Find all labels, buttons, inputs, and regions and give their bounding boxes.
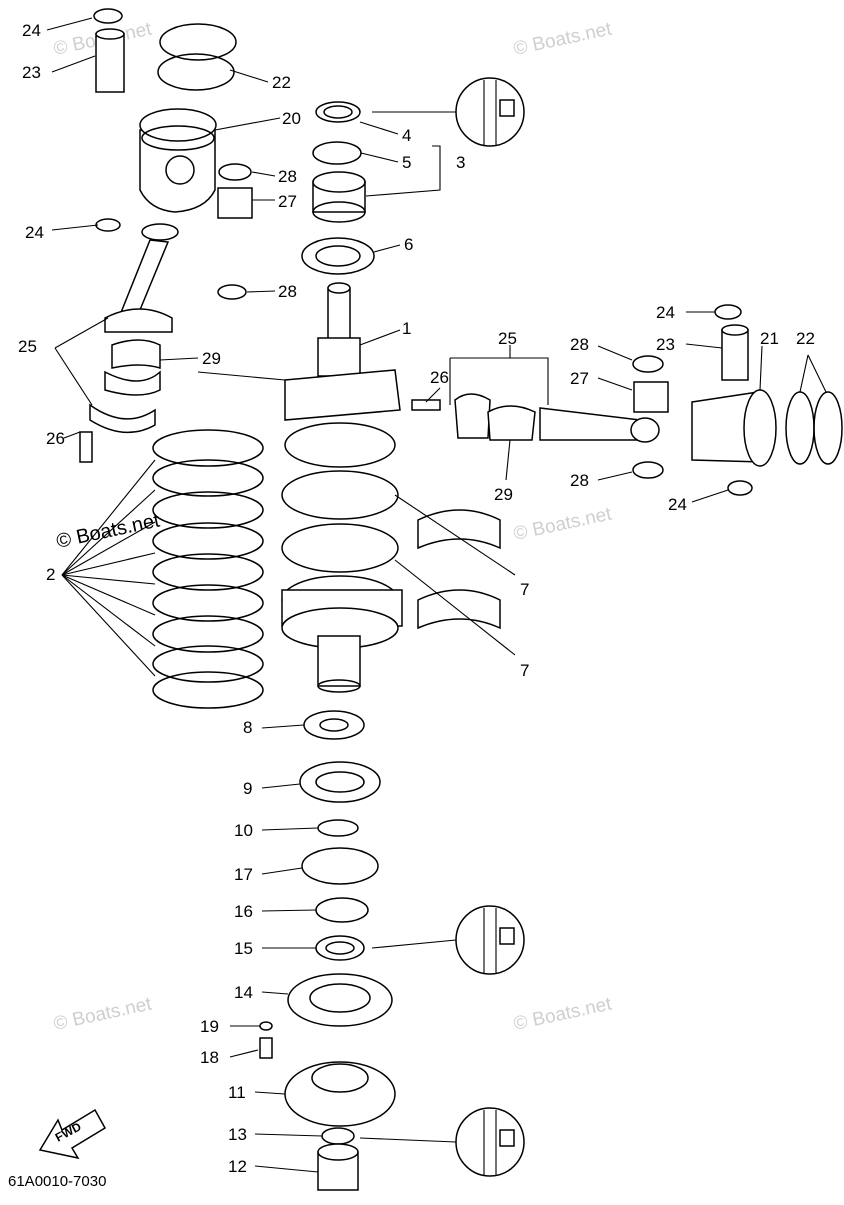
callout-23: 23	[22, 63, 41, 82]
watermark: © Boats.net	[512, 994, 614, 1035]
callout-10: 10	[234, 821, 253, 840]
piston-rings-right	[785, 391, 843, 465]
nut-12	[317, 1143, 359, 1191]
callout-11: 11	[228, 1083, 246, 1102]
o-ring-top	[312, 141, 362, 165]
washer-right-bottom	[632, 461, 664, 479]
rod-bearing-right	[487, 405, 536, 441]
callout-9: 9	[243, 779, 252, 798]
main-bearing-lower	[417, 589, 501, 630]
washer-19	[259, 1021, 273, 1031]
piston-right	[691, 389, 777, 467]
callout-22: 22	[272, 73, 291, 92]
callout-6: 6	[404, 235, 413, 254]
sealant-detail-top-icon	[372, 77, 525, 147]
washer-left	[217, 284, 247, 300]
callout-1: 1	[402, 319, 411, 338]
crankshaft	[281, 282, 403, 693]
clip-right-bottom	[727, 480, 753, 496]
snap-ring-10	[317, 819, 359, 837]
callout-4: 4	[402, 126, 411, 145]
callout-24: 24	[22, 21, 41, 40]
snap-ring-16	[315, 897, 369, 923]
clip-right-top	[714, 304, 742, 320]
callout-5: 5	[402, 153, 411, 172]
rod-cap-left	[79, 403, 156, 463]
callout-27: 27	[570, 369, 589, 388]
callout-7: 7	[520, 661, 529, 680]
piston-pin-clip-top	[93, 8, 123, 24]
piston-pin-left	[95, 28, 125, 93]
bearing-small-left	[217, 163, 253, 219]
bolt-right	[411, 399, 441, 411]
callout-26: 26	[46, 429, 65, 448]
callout-25: 25	[498, 329, 517, 348]
piston-pin-right	[721, 324, 749, 381]
callout-2: 2	[46, 565, 55, 584]
o-ring-17	[301, 847, 379, 885]
watermark: © Boats.net	[512, 19, 614, 60]
piston-ring-stack	[152, 429, 264, 709]
callout-24: 24	[656, 303, 675, 322]
needle-bearing-top	[312, 171, 366, 223]
callout-26: 26	[430, 368, 449, 387]
sealant-detail-bottom-icon	[359, 1107, 525, 1177]
seal-15	[315, 935, 365, 961]
callout-28: 28	[278, 167, 297, 186]
gear-8	[303, 710, 365, 740]
fwd-arrow-icon: FWD	[38, 1108, 107, 1160]
needle-bearing-right	[633, 381, 669, 413]
watermark-dark: © Boats.net	[54, 509, 162, 552]
callout-16: 16	[234, 902, 253, 921]
seal-13	[321, 1127, 355, 1145]
bearing-6	[301, 237, 375, 275]
callout-18: 18	[200, 1048, 219, 1067]
callout-19: 19	[200, 1017, 219, 1036]
callout-28: 28	[570, 471, 589, 490]
callout-15: 15	[234, 939, 253, 958]
callout-28: 28	[278, 282, 297, 301]
leader-lines	[46, 17, 827, 1173]
callout-22: 22	[796, 329, 815, 348]
connecting-rod-right	[539, 407, 660, 443]
oil-seal-top	[315, 101, 361, 123]
callout-28: 28	[570, 335, 589, 354]
callout-14: 14	[234, 983, 253, 1002]
piston-rings-left	[157, 23, 237, 91]
callout-29: 29	[202, 349, 221, 368]
housing-11	[284, 1061, 396, 1127]
main-bearing-upper	[417, 509, 501, 550]
callout-17: 17	[234, 865, 253, 884]
callout-13: 13	[228, 1125, 247, 1144]
callout-8: 8	[243, 718, 252, 737]
callout-3: 3	[456, 153, 465, 172]
callout-21: 21	[760, 329, 779, 348]
rod-cap-right	[454, 393, 491, 439]
sealant-detail-mid-icon	[371, 905, 525, 975]
connecting-rod-left	[104, 223, 179, 333]
callout-24: 24	[668, 495, 687, 514]
watermark: © Boats.net	[512, 504, 614, 545]
washer-right-top	[632, 355, 664, 373]
callout-24: 24	[25, 223, 44, 242]
diagram-code: 61A0010-7030	[8, 1173, 106, 1190]
bearing-9	[299, 761, 381, 803]
callout-27: 27	[278, 192, 297, 211]
callout-7: 7	[520, 580, 529, 599]
housing-14	[287, 973, 393, 1027]
callout-20: 20	[282, 109, 301, 128]
watermark: © Boats.net	[52, 994, 154, 1035]
callout-23: 23	[656, 335, 675, 354]
callout-12: 12	[228, 1157, 247, 1176]
bolt-18	[259, 1037, 273, 1059]
piston-left	[139, 108, 217, 213]
rod-bearing-left	[104, 339, 161, 396]
callout-25: 25	[18, 337, 37, 356]
callout-29: 29	[494, 485, 513, 504]
clip-left	[95, 218, 121, 232]
